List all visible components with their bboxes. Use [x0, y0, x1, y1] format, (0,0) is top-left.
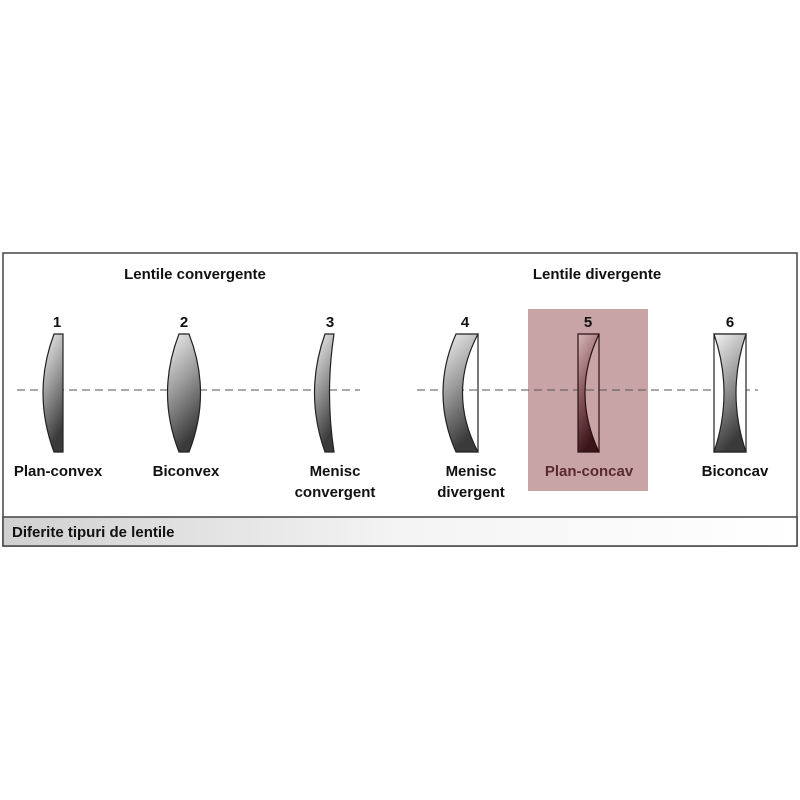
heading-convergent: Lentile convergente	[124, 266, 266, 283]
lens-biconcav	[713, 333, 747, 453]
caption: Diferite tipuri de lentile	[12, 524, 175, 541]
lens-number: 3	[326, 314, 334, 331]
lens-number: 6	[726, 314, 734, 331]
lens-label: Biconcav	[702, 463, 769, 480]
lens-biconvex	[166, 333, 202, 453]
diagram-frame	[2, 252, 798, 547]
lens-plan-concav	[577, 333, 600, 453]
lens-label: convergent	[295, 484, 376, 501]
lens-label: divergent	[437, 484, 505, 501]
lens-number: 1	[53, 314, 61, 331]
lens-menisc-convergent	[313, 333, 335, 453]
lens-label: Plan-concav	[545, 463, 634, 480]
lens-label: Plan-convex	[14, 463, 103, 480]
lens-number: 4	[461, 314, 470, 331]
lens-number: 5	[584, 314, 592, 331]
lens-menisc-divergent	[442, 333, 479, 453]
caption-bar	[2, 516, 798, 547]
lens-label: Biconvex	[153, 463, 220, 480]
lens-number: 2	[180, 314, 188, 331]
lens-label: Menisc	[310, 463, 361, 480]
heading-divergent: Lentile divergente	[533, 266, 661, 283]
lens-label: Menisc	[446, 463, 497, 480]
lens-plan-convex	[42, 333, 64, 453]
